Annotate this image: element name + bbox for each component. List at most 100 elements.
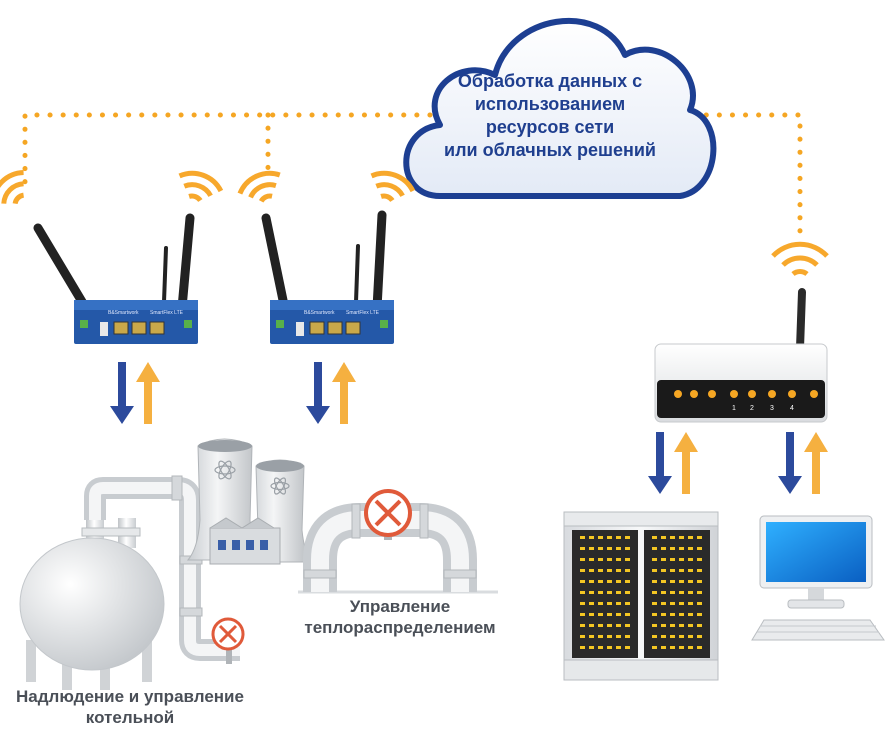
heat-valve-icon: [364, 489, 412, 540]
atom-icon-2: [270, 477, 290, 495]
rack-led: [661, 569, 666, 572]
cloud-processing-text: Обработка данных с использованием ресурс…: [430, 70, 670, 162]
rack-led: [589, 635, 594, 638]
rack-led: [661, 624, 666, 627]
network-switch: 1 2 3 4: [654, 288, 828, 423]
rack-led: [616, 536, 621, 539]
rack-led: [679, 580, 684, 583]
rack-led: [670, 646, 675, 649]
rack-led: [688, 613, 693, 616]
rack-led: [670, 536, 675, 539]
rack-led: [589, 547, 594, 550]
rack-led: [580, 613, 585, 616]
boiler-monitoring-label: Надлюдение и управление котельной: [0, 686, 260, 728]
rack-led: [679, 624, 684, 627]
switch-port-3: 3: [770, 405, 774, 412]
rack-led: [607, 624, 612, 627]
lte-router-1: B&Smartwork SmartFlex LTE: [33, 213, 198, 344]
rack-led: [697, 602, 702, 605]
power-plant-illustration: [186, 438, 314, 565]
server-rack-icon: [563, 511, 719, 681]
rack-led: [616, 569, 621, 572]
rack-led: [625, 635, 630, 638]
rack-led: [625, 536, 630, 539]
network-dotted-lines: [22, 112, 803, 238]
rack-led: [661, 558, 666, 561]
cloud-text-line4: или облачных решений: [444, 140, 656, 160]
rack-led: [616, 646, 621, 649]
switch-port-1: 1: [732, 405, 736, 412]
rack-led: [589, 569, 594, 572]
rack-led: [661, 536, 666, 539]
rack-led: [661, 547, 666, 550]
rack-led: [661, 646, 666, 649]
rack-led: [652, 613, 657, 616]
rack-led: [589, 613, 594, 616]
rack-led: [580, 624, 585, 627]
rack-led: [580, 536, 585, 539]
rack-led: [697, 591, 702, 594]
rack-led: [607, 569, 612, 572]
boiler-label-line2: котельной: [85, 708, 175, 727]
rack-led: [679, 558, 684, 561]
rack-led: [697, 558, 702, 561]
rack-led: [670, 624, 675, 627]
rack-led: [607, 602, 612, 605]
rack-led: [607, 591, 612, 594]
arrow-pair-server: [648, 432, 698, 494]
rack-led: [616, 613, 621, 616]
arrow-pair-computer: [778, 432, 828, 494]
rack-led: [670, 591, 675, 594]
rack-led: [652, 547, 657, 550]
rack-led: [580, 580, 585, 583]
rack-led: [697, 536, 702, 539]
rack-led: [598, 569, 603, 572]
rack-led: [688, 547, 693, 550]
rack-led: [652, 569, 657, 572]
heat-label-line1: Управление: [349, 597, 451, 616]
rack-led: [670, 580, 675, 583]
rack-led: [625, 613, 630, 616]
lte-router-2: B&Smartwork SmartFlex LTE: [261, 210, 394, 344]
rack-led: [679, 635, 684, 638]
wifi-icon-router2-right: [370, 170, 416, 203]
rack-led: [625, 580, 630, 583]
rack-led: [616, 602, 621, 605]
rack-led: [598, 536, 603, 539]
rack-led: [589, 591, 594, 594]
rack-led: [616, 624, 621, 627]
rack-led: [625, 569, 630, 572]
rack-led: [625, 591, 630, 594]
rack-led: [616, 580, 621, 583]
rack-led: [580, 646, 585, 649]
rack-led: [598, 591, 603, 594]
arrow-pair-router2: [306, 362, 356, 424]
rack-led: [580, 558, 585, 561]
rack-led: [625, 602, 630, 605]
rack-led: [661, 591, 666, 594]
wifi-icon-router1-right: [178, 170, 224, 203]
rack-led: [670, 602, 675, 605]
rack-led: [679, 613, 684, 616]
rack-led: [670, 558, 675, 561]
rack-led: [652, 646, 657, 649]
router2-model: SmartFlex LTE: [346, 310, 380, 316]
rack-led: [580, 569, 585, 572]
rack-led: [697, 547, 702, 550]
rack-led: [697, 624, 702, 627]
rack-led: [607, 635, 612, 638]
rack-led: [598, 558, 603, 561]
rack-led: [607, 558, 612, 561]
router1-brand: B&Smartwork: [108, 310, 139, 316]
rack-led: [625, 646, 630, 649]
rack-led: [580, 591, 585, 594]
rack-led: [616, 547, 621, 550]
rack-led: [697, 646, 702, 649]
heat-distribution-label: Управление теплораспределением: [300, 596, 500, 638]
rack-led: [697, 635, 702, 638]
rack-led: [652, 580, 657, 583]
router2-brand: B&Smartwork: [304, 310, 335, 316]
rack-led: [652, 558, 657, 561]
rack-led: [652, 624, 657, 627]
